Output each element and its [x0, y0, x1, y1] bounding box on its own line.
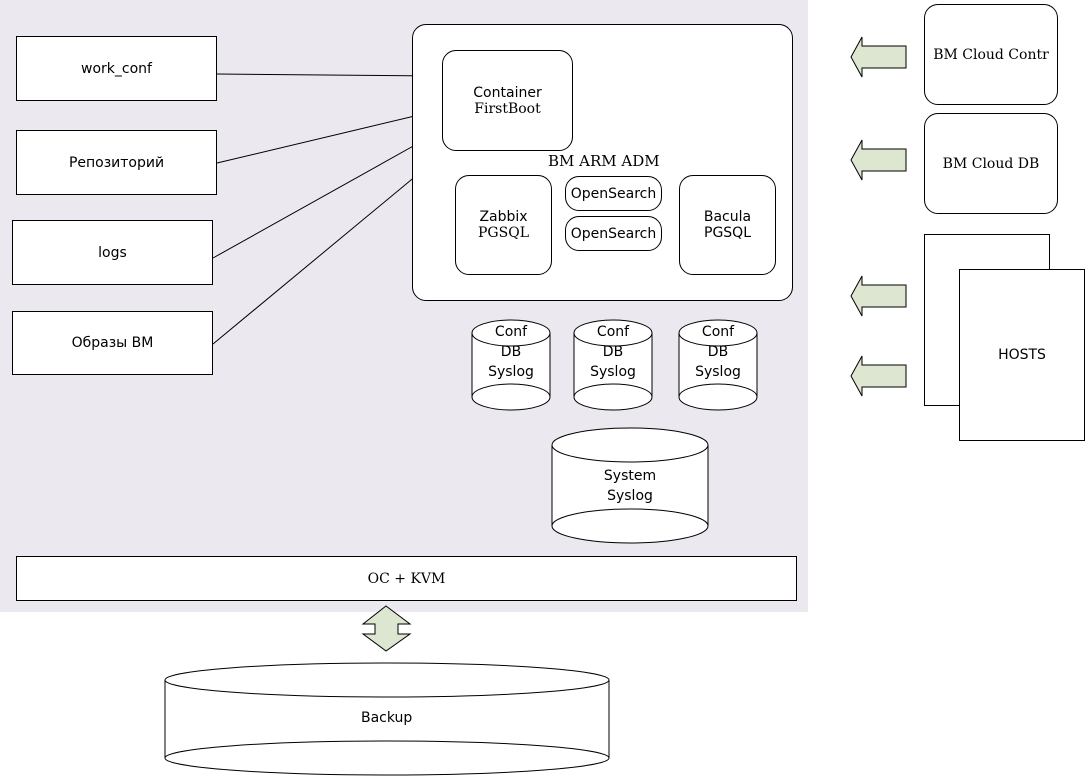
- os-kvm-label: ОС + KVM: [367, 570, 446, 587]
- input-box-repository: Репозиторий: [16, 130, 217, 195]
- cyl2-line3: Syslog: [590, 364, 636, 380]
- input-label-repository: Репозиторий: [68, 154, 165, 171]
- os-kvm-bar: ОС + KVM: [16, 556, 797, 601]
- cyl3-line3: Syslog: [695, 364, 741, 380]
- cyl1-line1: Conf: [494, 324, 528, 340]
- connector-vm-images: [212, 150, 447, 345]
- cylinder-conf-db-1: [471, 319, 551, 411]
- opensearch-box-1: OpenSearch: [565, 176, 662, 211]
- cylinder-conf-db-2: [573, 319, 653, 411]
- cylinder-backup: [164, 662, 610, 776]
- opensearch-box-2: OpenSearch: [565, 216, 662, 251]
- input-label-logs: logs: [98, 244, 127, 261]
- connector-repository: [216, 108, 441, 164]
- hosts-label: HOSTS: [998, 347, 1046, 363]
- zabbix-line2: PGSQL: [478, 225, 529, 241]
- cyl3-line2: DB: [707, 344, 729, 360]
- input-box-logs: logs: [12, 220, 213, 285]
- cloud-db-label: BM Cloud DB: [942, 155, 1040, 172]
- left-arrow-icon-cloud-db: [850, 139, 907, 181]
- opensearch-label-1: OpenSearch: [570, 185, 657, 202]
- left-arrow-icon-cloud-contr: [850, 36, 907, 78]
- cylinder-conf-db-3: [678, 319, 758, 411]
- cylinder-label-1: Conf DB Syslog: [472, 322, 550, 382]
- cyl2-line2: DB: [602, 344, 624, 360]
- system-syslog-label: System Syslog: [552, 466, 708, 506]
- cloud-contr-label: BM Cloud Contr: [933, 46, 1049, 63]
- zabbix-box: Zabbix PGSQL: [455, 175, 552, 275]
- input-label-vm-images: Образы ВМ: [71, 335, 154, 351]
- hosts-front-page: HOSTS: [959, 269, 1085, 441]
- input-box-vm-images: Образы ВМ: [12, 311, 213, 375]
- bacula-line1: Bacula: [703, 209, 752, 225]
- cylinder-label-2: Conf DB Syslog: [574, 322, 652, 382]
- cyl1-line2: DB: [500, 344, 522, 360]
- left-arrow-icon-hosts-1: [850, 275, 907, 317]
- container-firstboot: Container FirstBoot: [442, 50, 573, 151]
- bacula-box: Bacula PGSQL: [679, 175, 776, 275]
- backup-label: Backup: [361, 710, 413, 726]
- connector-work-conf: [216, 71, 441, 80]
- input-label-work-conf: work_conf: [81, 60, 152, 77]
- container-line2: FirstBoot: [474, 100, 541, 117]
- system-syslog-line2: Syslog: [607, 488, 653, 504]
- cylinder-label-3: Conf DB Syslog: [679, 322, 757, 382]
- opensearch-label-2: OpenSearch: [570, 225, 657, 242]
- connector-logs: [212, 129, 443, 259]
- cloud-contr-box: BM Cloud Contr: [924, 4, 1058, 105]
- cyl3-line1: Conf: [701, 324, 735, 340]
- cloud-db-box: BM Cloud DB: [924, 113, 1058, 214]
- bacula-line2: PGSQL: [704, 225, 751, 241]
- cyl1-line3: Syslog: [488, 364, 534, 380]
- system-syslog-line1: System: [603, 468, 657, 484]
- cylinder-system-syslog: [551, 427, 709, 544]
- cyl2-line1: Conf: [596, 324, 630, 340]
- zabbix-line1: Zabbix: [479, 209, 528, 225]
- double-arrow-icon: [361, 605, 412, 652]
- arm-title: BM ARM ADM: [548, 152, 660, 170]
- left-arrow-icon-hosts-2: [850, 355, 907, 397]
- input-box-work-conf: work_conf: [16, 36, 217, 101]
- container-line1: Container: [473, 84, 542, 101]
